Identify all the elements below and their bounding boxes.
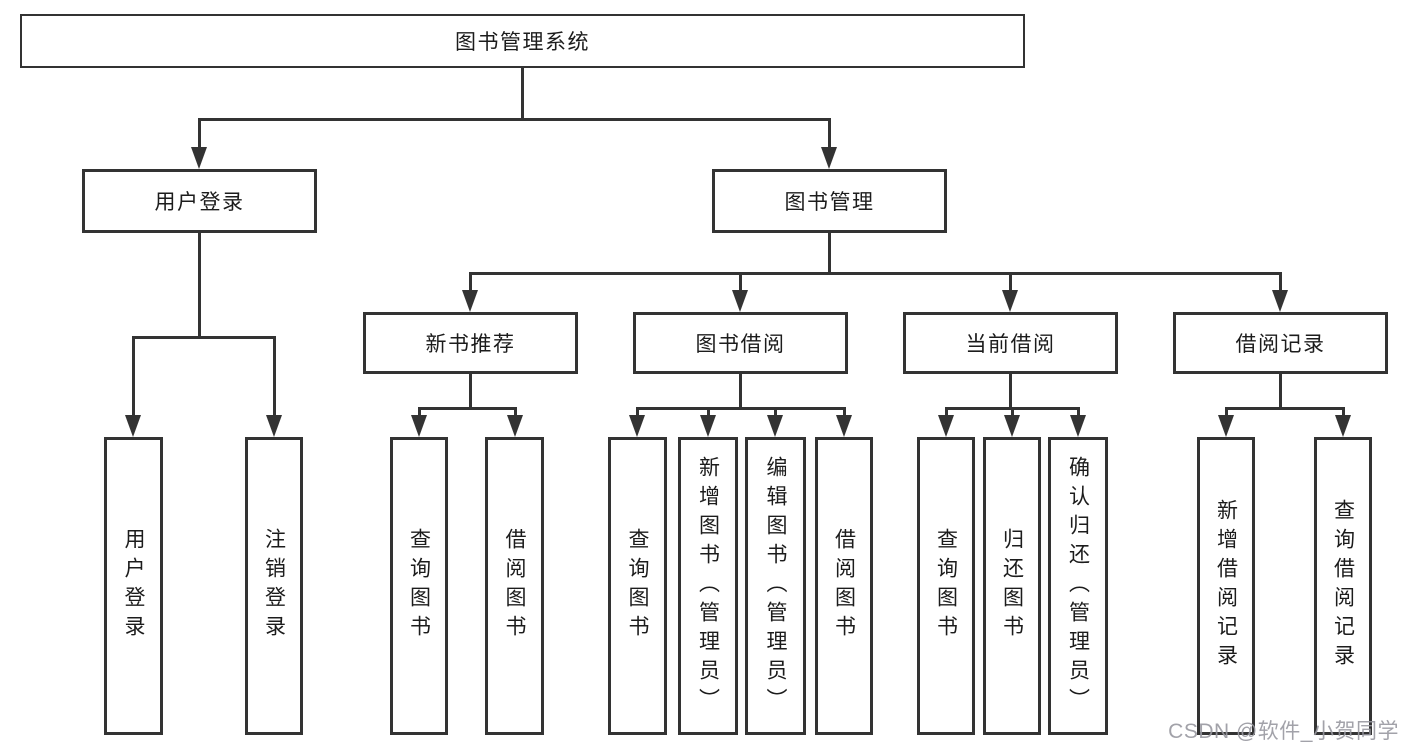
node-book-borrowing: 图书借阅 (633, 312, 848, 374)
node-label: 注销登录 (262, 528, 286, 644)
node-label: 借阅记录 (1235, 333, 1326, 356)
node-label: 编辑图书（管理员） (764, 455, 787, 717)
node-label: 用户登录 (154, 191, 245, 214)
connector-segment (827, 233, 831, 273)
connector-segment (842, 408, 846, 417)
connector-segment (131, 337, 135, 417)
connector-segment (706, 408, 710, 417)
node-book-management: 图书管理 (712, 169, 947, 233)
node-label: 图书借阅 (695, 333, 786, 356)
arrowhead-icon (629, 415, 645, 437)
arrowhead-icon (732, 290, 748, 312)
connector-segment (738, 273, 742, 292)
arrowhead-icon (821, 147, 837, 169)
node-label: 图书管理 (784, 191, 875, 214)
leaf-borrow-books-recommend: 借阅图书 (485, 437, 544, 735)
connector-segment (1278, 273, 1282, 292)
node-library-management-system: 图书管理系统 (20, 14, 1025, 68)
node-label: 用户登录 (122, 528, 145, 644)
leaf-query-borrow-record: 查询借阅记录 (1314, 437, 1372, 735)
connector-segment (417, 408, 421, 417)
connector-segment (197, 117, 831, 121)
arrowhead-icon (1218, 415, 1234, 437)
leaf-borrow-books: 借阅图书 (815, 437, 873, 735)
arrowhead-icon (836, 415, 852, 437)
arrowhead-icon (1335, 415, 1351, 437)
leaf-query-books-borrowing: 查询图书 (608, 437, 667, 735)
connector-segment (417, 406, 517, 410)
node-user-login: 用户登录 (82, 169, 317, 233)
connector-segment (468, 273, 472, 292)
arrowhead-icon (1070, 415, 1086, 437)
connector-segment (131, 335, 276, 339)
node-label: 查询借阅记录 (1331, 499, 1355, 673)
arrowhead-icon (1004, 415, 1020, 437)
connector-segment (513, 408, 517, 417)
arrowhead-icon (1272, 290, 1288, 312)
arrowhead-icon (938, 415, 954, 437)
arrowhead-icon (462, 290, 478, 312)
connector-segment (1224, 408, 1228, 417)
node-label: 查询图书 (934, 528, 958, 644)
connector-segment (1224, 406, 1345, 410)
arrowhead-icon (507, 415, 523, 437)
node-current-borrowing: 当前借阅 (903, 312, 1118, 374)
arrowhead-icon (266, 415, 282, 437)
connector-segment (197, 119, 201, 149)
connector-segment (1278, 374, 1282, 408)
node-borrowing-records: 借阅记录 (1173, 312, 1388, 374)
arrowhead-icon (767, 415, 783, 437)
leaf-return-books: 归还图书 (983, 437, 1041, 735)
connector-segment (1076, 408, 1080, 417)
connector-segment (468, 374, 472, 408)
connector-segment (773, 408, 777, 417)
node-label: 新书推荐 (425, 333, 516, 356)
leaf-query-books-current: 查询图书 (917, 437, 975, 735)
node-new-book-recommendation: 新书推荐 (363, 312, 578, 374)
node-label: 新增图书（管理员） (696, 455, 720, 717)
connector-segment (635, 408, 639, 417)
connector-segment (1341, 408, 1345, 417)
node-label: 确认归还（管理员） (1066, 455, 1090, 717)
connector-segment (520, 68, 524, 119)
node-label: 当前借阅 (965, 333, 1056, 356)
node-label: 归还图书 (1000, 528, 1024, 644)
node-label: 图书管理系统 (455, 31, 590, 54)
connector-segment (1008, 374, 1012, 408)
connector-segment (1008, 273, 1012, 292)
arrowhead-icon (700, 415, 716, 437)
node-label: 借阅图书 (503, 528, 526, 644)
connector-segment (635, 406, 846, 410)
node-label: 新增借阅记录 (1214, 499, 1238, 673)
connector-segment (738, 374, 742, 408)
node-label: 借阅图书 (832, 528, 856, 644)
arrowhead-icon (411, 415, 427, 437)
node-label: 查询图书 (407, 528, 431, 644)
leaf-add-borrow-record: 新增借阅记录 (1197, 437, 1255, 735)
leaf-logout: 注销登录 (245, 437, 303, 735)
arrowhead-icon (125, 415, 141, 437)
connector-segment (272, 337, 276, 417)
leaf-add-books-admin: 新增图书（管理员） (678, 437, 738, 735)
arrowhead-icon (191, 147, 207, 169)
connector-segment (827, 119, 831, 149)
csdn-watermark: CSDN @软件_小贺同学 (1168, 720, 1399, 743)
connector-segment (197, 233, 201, 337)
connector-segment (1010, 408, 1014, 417)
leaf-edit-books-admin: 编辑图书（管理员） (745, 437, 806, 735)
leaf-query-books-recommend: 查询图书 (390, 437, 448, 735)
leaf-user-login: 用户登录 (104, 437, 163, 735)
leaf-confirm-return-admin: 确认归还（管理员） (1048, 437, 1108, 735)
connector-segment (468, 271, 1282, 275)
connector-segment (944, 408, 948, 417)
node-label: 查询图书 (626, 528, 649, 644)
arrowhead-icon (1002, 290, 1018, 312)
